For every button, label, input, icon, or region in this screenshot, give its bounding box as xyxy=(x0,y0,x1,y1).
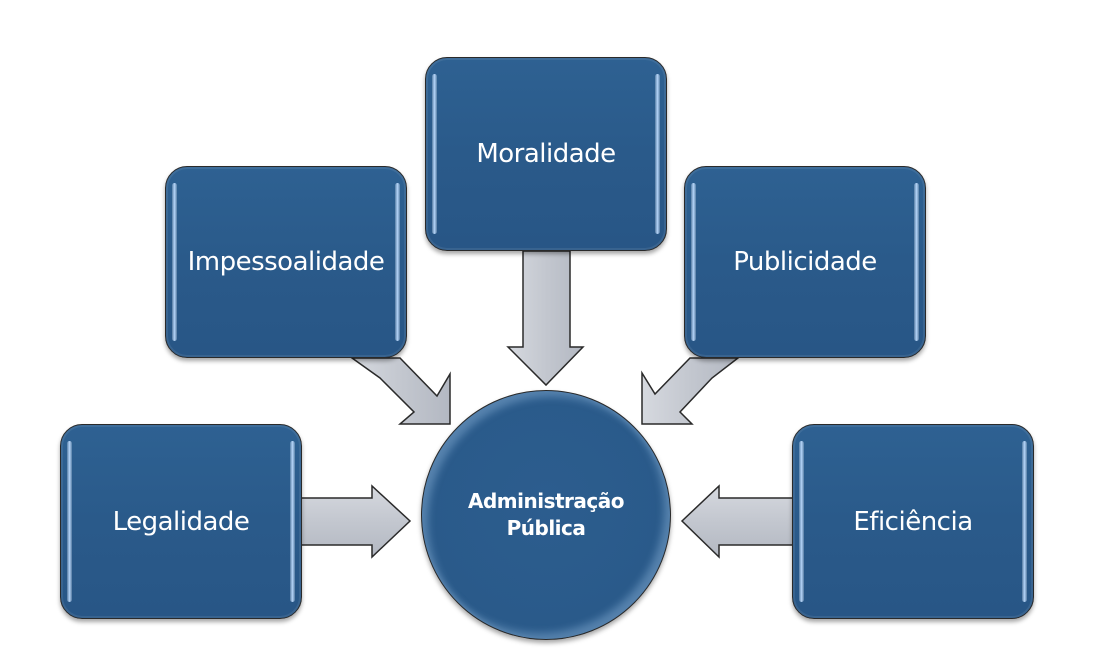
principle-label: Legalidade xyxy=(112,506,250,537)
principle-label: Eficiência xyxy=(853,506,973,537)
arrow-legalidade xyxy=(297,484,412,559)
principle-impessoalidade: Impessoalidade xyxy=(165,166,407,358)
center-label-line1: Administração xyxy=(468,489,625,513)
arrow-impessoalidade xyxy=(349,357,451,425)
arrow-eficiencia xyxy=(680,484,795,559)
principle-label: Impessoalidade xyxy=(187,247,385,277)
principle-publicidade: Publicidade xyxy=(684,166,926,358)
principle-label: Publicidade xyxy=(733,247,877,277)
principle-eficiencia: Eficiência xyxy=(792,424,1034,619)
principle-moralidade: Moralidade xyxy=(425,57,667,251)
principle-label: Moralidade xyxy=(476,139,616,169)
center-label-line2: Pública xyxy=(506,516,586,540)
arrow-moralidade xyxy=(506,250,585,387)
principle-legalidade: Legalidade xyxy=(60,424,302,619)
center-node-administracao-publica: Administração Pública xyxy=(421,390,671,640)
arrow-publicidade xyxy=(641,357,741,425)
